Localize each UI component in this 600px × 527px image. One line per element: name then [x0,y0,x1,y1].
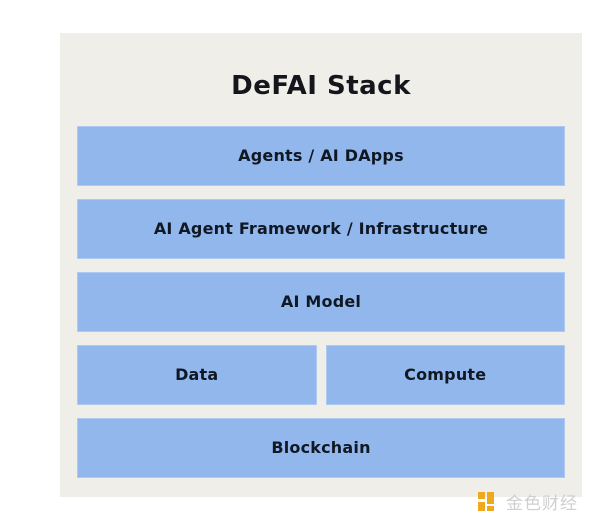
layer-label-agents: Agents / AI DApps [238,146,404,166]
stack-row-ai-model: AI Model [77,272,565,332]
watermark: 金色财经 [478,489,578,514]
stack-row-agents: Agents / AI DApps [77,126,565,186]
page-title: DeFAI Stack [231,71,411,101]
layer-bar-framework[interactable]: AI Agent Framework / Infrastructure [77,199,565,259]
layer-label-framework: AI Agent Framework / Infrastructure [153,219,489,239]
layer-bar-agents[interactable]: Agents / AI DApps [77,126,565,186]
layer-bar-blockchain[interactable]: Blockchain [77,418,565,478]
stack-row-framework: AI Agent Framework / Infrastructure [77,199,565,259]
stack-row-blockchain: Blockchain [77,418,565,478]
layer-label-ai-model: AI Model [280,292,362,312]
stack-layer-list: Agents / AI DApps AI Agent Framework / I… [77,126,565,478]
layer-label-data: Data [175,365,219,385]
watermark-text: 金色财经 [506,494,578,514]
layer-label-compute: Compute [404,365,487,385]
stack-row-data-compute: Data Compute [77,345,565,405]
layer-bar-ai-model[interactable]: AI Model [77,272,565,332]
layer-bar-compute[interactable]: Compute [325,345,565,405]
layer-bar-data[interactable]: Data [77,345,317,405]
jinse-logo-icon [478,491,494,511]
defai-stack-card: DeFAI Stack Agents / AI DApps AI Agent F… [60,33,582,497]
layer-label-blockchain: Blockchain [271,438,371,458]
